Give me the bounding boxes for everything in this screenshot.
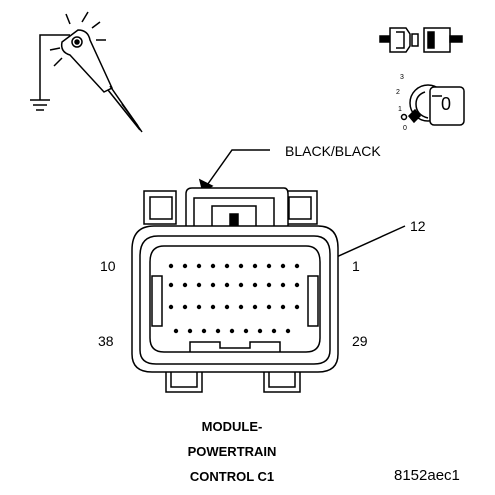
pin-label-bottom-right: 29 xyxy=(352,333,368,349)
pin-hole xyxy=(182,263,188,269)
key-position-1: 1 xyxy=(398,106,402,113)
test-probe-ground-icon xyxy=(30,11,143,133)
pin-hole xyxy=(210,304,216,310)
pin-hole xyxy=(266,263,272,269)
pin-hole xyxy=(224,304,230,310)
pin-label-top-left: 10 xyxy=(100,258,116,274)
key-position-2: 2 xyxy=(396,89,400,96)
pin-hole xyxy=(182,304,188,310)
pin-hole xyxy=(168,263,174,269)
key-selected-position: 0 xyxy=(441,94,452,114)
pin-hole xyxy=(285,328,291,334)
pin-hole xyxy=(243,328,249,334)
key-position-3: 3 xyxy=(400,74,404,81)
title-line-2: POWERTRAIN xyxy=(187,444,277,459)
figure-id: 8152aec1 xyxy=(394,467,460,484)
pin-hole xyxy=(224,263,230,269)
pin-hole xyxy=(252,282,258,288)
wire-color-label: BLACK/BLACK xyxy=(285,143,381,159)
pin-hole xyxy=(294,304,300,310)
pin-hole xyxy=(252,304,258,310)
pin-hole xyxy=(173,328,179,334)
pin-hole xyxy=(168,304,174,310)
pin-hole xyxy=(257,328,263,334)
pin-hole xyxy=(224,282,230,288)
pin-hole xyxy=(280,282,286,288)
pin-hole xyxy=(266,304,272,310)
pin-hole xyxy=(210,282,216,288)
pin-hole xyxy=(229,328,235,334)
connector-pins xyxy=(168,263,300,334)
connector-disconnect-icon xyxy=(379,27,463,53)
pin-hole xyxy=(238,282,244,288)
pin-hole xyxy=(238,304,244,310)
pin-hole xyxy=(280,304,286,310)
pin-hole xyxy=(196,282,202,288)
pin-hole xyxy=(252,263,258,269)
pin-hole xyxy=(201,328,207,334)
connector-face xyxy=(131,187,339,393)
title-line-3: CONTROL C1 xyxy=(189,469,275,484)
pin-hole xyxy=(271,328,277,334)
pin-hole xyxy=(280,263,286,269)
pin-label-bottom-left: 38 xyxy=(98,333,114,349)
pin-hole xyxy=(215,328,221,334)
pin-label-top-right: 1 xyxy=(352,258,360,274)
pin-hole xyxy=(294,263,300,269)
pin-hole xyxy=(196,263,202,269)
pin-hole xyxy=(168,282,174,288)
pin-12-label: 12 xyxy=(410,218,426,234)
wire-color-leader xyxy=(198,149,270,194)
pin-hole xyxy=(187,328,193,334)
title-line-1: MODULE- xyxy=(201,419,263,434)
ignition-key-icon xyxy=(400,84,465,126)
pin-hole xyxy=(210,263,216,269)
pin-hole xyxy=(182,282,188,288)
pin-hole xyxy=(294,282,300,288)
key-position-0: 0 xyxy=(403,125,407,132)
pin-hole xyxy=(266,282,272,288)
pin-hole xyxy=(238,263,244,269)
pin-hole xyxy=(196,304,202,310)
